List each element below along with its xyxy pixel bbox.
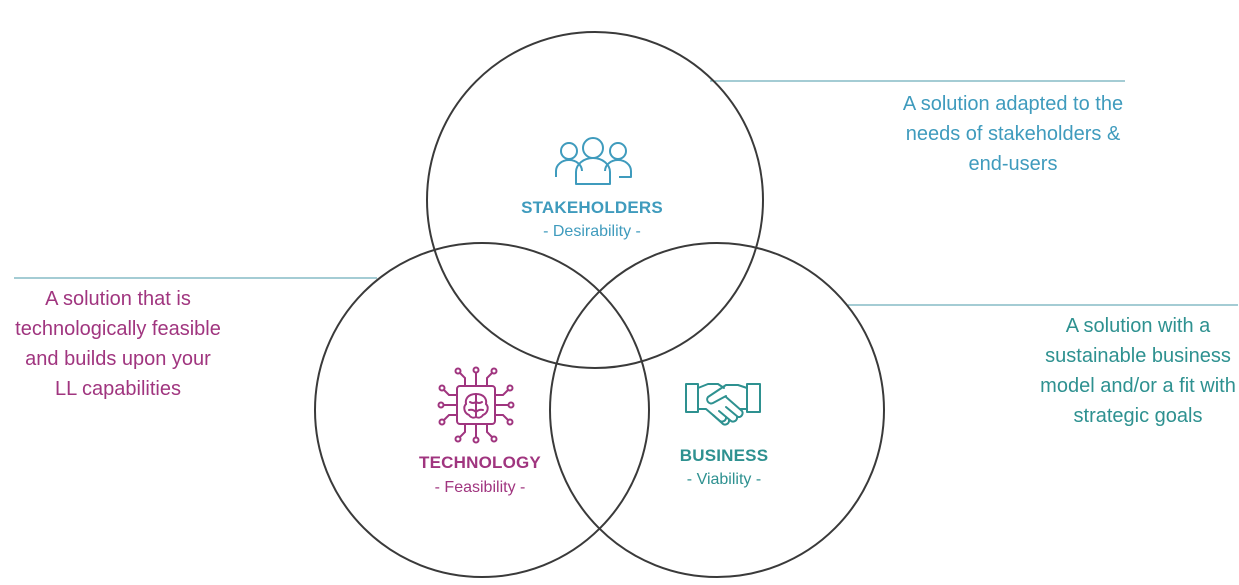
stakeholders-circle	[426, 31, 764, 369]
business-subtitle: - Viability -	[686, 471, 762, 488]
business-circle	[549, 242, 885, 578]
technology-title: TECHNOLOGY	[419, 453, 541, 472]
technology-circle	[314, 242, 650, 578]
stakeholders-title: STAKEHOLDERS	[521, 198, 663, 217]
technology-description: A solution that is technologically feasi…	[15, 288, 221, 400]
brain-chip-icon	[437, 366, 515, 444]
stakeholders-subtitle: - Desirability -	[543, 223, 641, 240]
business-description: A solution with a sustainable business m…	[1040, 315, 1236, 427]
stakeholders-description: A solution adapted to the needs of stake…	[902, 93, 1124, 175]
business-title: BUSINESS	[679, 446, 769, 465]
people-group-icon	[555, 137, 632, 185]
technology-subtitle: - Feasibility -	[434, 479, 526, 496]
handshake-icon	[685, 383, 761, 426]
